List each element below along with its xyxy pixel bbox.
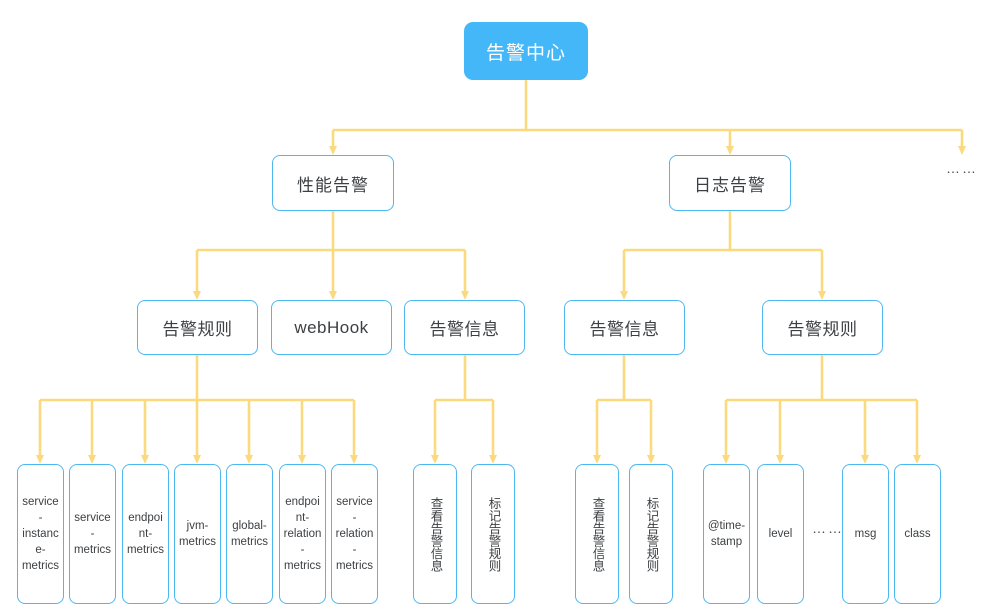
leaf-global-metrics[interactable]: global-metrics [226,464,273,604]
log-fields-ellipsis: …… [812,520,844,536]
leaf-endpoint-relation-metrics[interactable]: endpoint-relation-metrics [279,464,326,604]
node-log-alarm-info[interactable]: 告警信息 [564,300,685,355]
node-log-alarm-rule[interactable]: 告警规则 [762,300,883,355]
leaf-endpoint-metrics[interactable]: endpoint-metrics [122,464,169,604]
node-perf-alarm-info[interactable]: 告警信息 [404,300,525,355]
leaf-jvm-metrics[interactable]: jvm-metrics [174,464,221,604]
leaf-level-field[interactable]: level [757,464,804,604]
leaf-timestamp-field[interactable]: @time-stamp [703,464,750,604]
leaf-log-view-alarm-info[interactable]: 查看告警信息 [575,464,619,604]
leaf-service-metrics[interactable]: service-metrics [69,464,116,604]
leaf-service-instance-metrics[interactable]: service-instance-metrics [17,464,64,604]
node-alarm-center[interactable]: 告警中心 [464,22,588,80]
node-performance-alarm[interactable]: 性能告警 [272,155,394,211]
leaf-service-relation-metrics[interactable]: service-relation-metrics [331,464,378,604]
leaf-perf-mark-alarm-rule[interactable]: 标记告警规则 [471,464,515,604]
node-perf-alarm-rule[interactable]: 告警规则 [137,300,258,355]
leaf-msg-field[interactable]: msg [842,464,889,604]
leaf-log-mark-alarm-rule[interactable]: 标记告警规则 [629,464,673,604]
leaf-class-field[interactable]: class [894,464,941,604]
node-perf-webhook[interactable]: webHook [271,300,392,355]
leaf-perf-view-alarm-info[interactable]: 查看告警信息 [413,464,457,604]
node-level2-ellipsis: …… [946,160,978,176]
node-log-alarm[interactable]: 日志告警 [669,155,791,211]
